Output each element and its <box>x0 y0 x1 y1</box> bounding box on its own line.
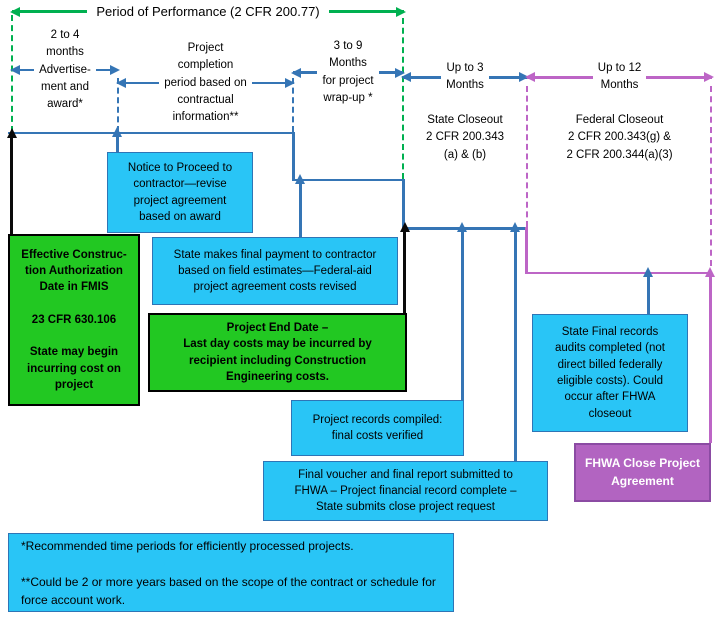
project-records-box: Project records compiled: final costs ve… <box>291 400 464 456</box>
connector-final-voucher <box>514 231 517 461</box>
arrow-left-icon <box>527 76 593 79</box>
timeline-line-2 <box>292 178 404 181</box>
connector-notice-to-proceed <box>116 136 119 152</box>
arrow-left-icon <box>12 68 35 72</box>
arrow-left-icon <box>293 71 318 74</box>
segment-label: 2 to 4 months Advertise- ment and award* <box>39 29 91 110</box>
timeline-step-1 <box>292 131 295 181</box>
state-final-records-text: State Final records audits completed (no… <box>555 326 665 420</box>
fhwa-close-text: FHWA Close Project Agreement <box>585 456 700 488</box>
purple-dashed-line-1 <box>526 86 528 227</box>
arrow-right-icon <box>251 81 294 85</box>
state-final-records-box: State Final records audits completed (no… <box>532 314 688 432</box>
arrow-right-icon <box>95 68 118 72</box>
segment-project-wrapup: 3 to 9 Months for project wrap-up * <box>293 38 404 107</box>
effective-authorization-text: Effective Construc- tion Authorization D… <box>21 248 127 392</box>
effective-authorization-box: Effective Construc- tion Authorization D… <box>8 234 140 406</box>
segment-project-completion: Project completion period based on contr… <box>118 40 294 126</box>
arrow-left-icon <box>12 10 88 13</box>
segment-label: Project completion period based on contr… <box>164 42 247 123</box>
green-dashed-line-right <box>402 18 404 179</box>
fhwa-close-box: FHWA Close Project Agreement <box>574 443 711 502</box>
connector-project-end-date <box>403 231 406 313</box>
segment-label: Up to 12 Months <box>597 62 642 92</box>
connector-effective-authorization <box>10 137 13 234</box>
connector-final-payment <box>299 183 302 237</box>
connector-project-records <box>461 231 464 400</box>
diagram-title: Period of Performance (2 CFR 200.77) <box>96 4 320 19</box>
notice-to-proceed-text: Notice to Proceed to contractor—revise p… <box>127 161 233 223</box>
segment-state-closeout: Up to 3 Months <box>403 60 527 95</box>
connector-fhwa-close <box>709 276 712 443</box>
final-voucher-text: Final voucher and final report submitted… <box>294 468 517 514</box>
final-payment-box: State makes final payment to contractor … <box>152 237 398 305</box>
purple-elbow-vertical <box>525 227 528 273</box>
segment-federal-closeout: Up to 12 Months <box>527 60 713 95</box>
notice-to-proceed-box: Notice to Proceed to contractor—revise p… <box>107 152 253 233</box>
federal-closeout-citation: Federal Closeout 2 CFR 200.343(g) & 2 CF… <box>566 114 673 161</box>
state-closeout-citation: State Closeout 2 CFR 200.343 (a) & (b) <box>426 114 504 161</box>
segment-label: 3 to 9 Months for project wrap-up * <box>322 40 374 104</box>
project-end-date-box: Project End Date – Last day costs may be… <box>148 313 407 392</box>
timeline-line-1 <box>8 131 294 134</box>
period-of-performance-arrow: Period of Performance (2 CFR 200.77) <box>12 4 404 19</box>
footnotes-text: *Recommended time periods for efficientl… <box>21 538 436 607</box>
segment-advertise-award: 2 to 4 months Advertise- ment and award* <box>12 27 118 113</box>
project-records-text: Project records compiled: final costs ve… <box>312 413 443 442</box>
arrow-right-icon <box>378 71 404 74</box>
arrow-right-icon <box>488 76 527 79</box>
purple-elbow-horizontal <box>525 271 712 274</box>
blue-dashed-line-2 <box>292 78 294 132</box>
final-payment-text: State makes final payment to contractor … <box>173 248 377 294</box>
final-voucher-box: Final voucher and final report submitted… <box>263 461 548 521</box>
arrow-right-icon <box>646 76 713 79</box>
segment-label: Up to 3 Months <box>446 62 484 92</box>
timeline-step-2 <box>402 178 405 230</box>
arrow-left-icon <box>403 76 442 79</box>
arrow-right-icon <box>328 10 404 13</box>
purple-dashed-line-2 <box>710 86 712 266</box>
connector-state-final-records <box>647 276 650 314</box>
arrow-left-icon <box>118 81 160 85</box>
project-end-date-text: Project End Date – Last day costs may be… <box>183 321 372 383</box>
footnotes-box: *Recommended time periods for efficientl… <box>8 533 454 612</box>
blue-dashed-line-1 <box>117 78 119 132</box>
